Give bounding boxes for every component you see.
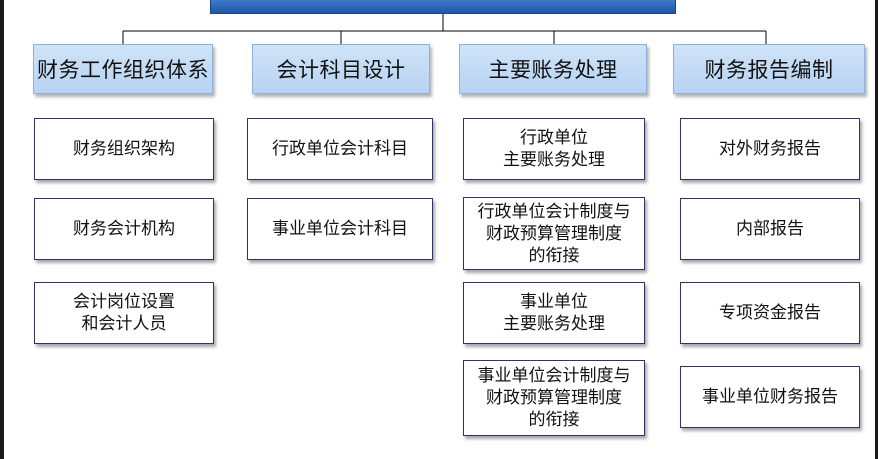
item-public-institution-system-linkage: 事业单位会计制度与 财政预算管理制度 的衔接 [463, 360, 645, 436]
item-special-fund-report: 专项资金报告 [680, 282, 860, 344]
item-accounting-positions: 会计岗位设置 和会计人员 [34, 282, 214, 344]
left-frame-edge [0, 0, 4, 459]
item-public-institution-accounts: 事业单位会计科目 [247, 198, 433, 260]
root-node [210, 0, 676, 14]
item-external-financial-report: 对外财务报告 [680, 118, 860, 180]
item-public-institution-main-accounting: 事业单位 主要账务处理 [463, 282, 645, 344]
item-admin-unit-system-linkage: 行政单位会计制度与 财政预算管理制度 的衔接 [463, 197, 645, 270]
item-public-institution-financial-report: 事业单位财务报告 [680, 366, 860, 428]
item-admin-unit-main-accounting: 行政单位 主要账务处理 [463, 118, 645, 180]
item-finance-accounting-office: 财务会计机构 [34, 198, 214, 260]
category-financial-reporting: 财务报告编制 [673, 44, 865, 94]
item-finance-org-structure: 财务组织架构 [34, 118, 214, 180]
category-account-design: 会计科目设计 [252, 44, 430, 94]
category-main-accounting: 主要账务处理 [459, 44, 647, 94]
item-admin-unit-accounts: 行政单位会计科目 [247, 118, 433, 180]
category-finance-organization: 财务工作组织体系 [33, 44, 213, 94]
item-internal-report: 内部报告 [680, 198, 860, 260]
right-frame-edge [875, 0, 878, 459]
